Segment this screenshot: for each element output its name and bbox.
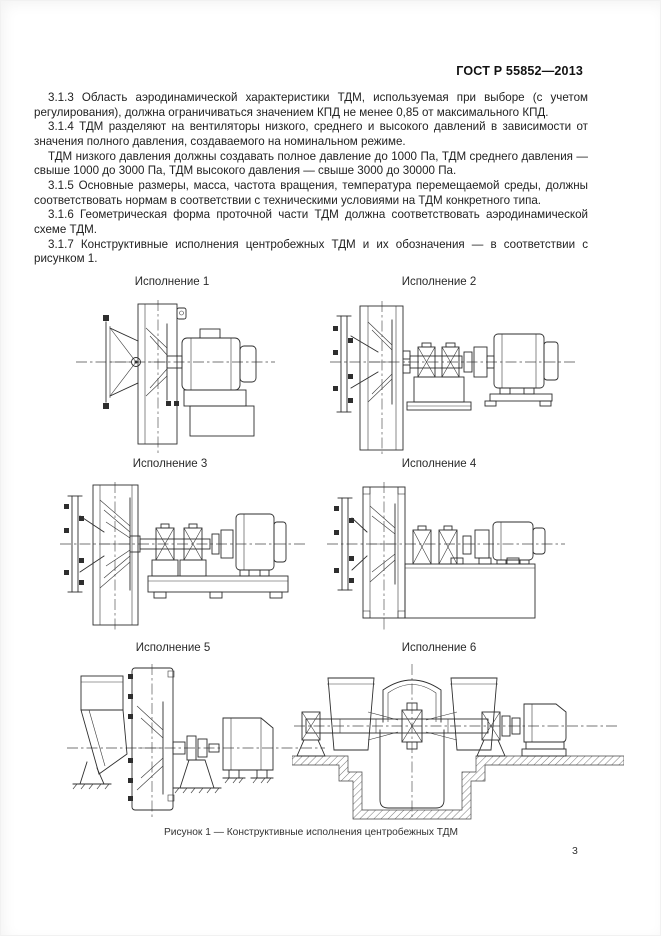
figure-caption: Рисунок 1 — Конструктивные исполнения це… bbox=[163, 827, 459, 838]
standard-number-header: ГОСТ Р 55852—2013 bbox=[456, 64, 583, 78]
paragraph-pressure-classes: ТДМ низкого давления должны создавать по… bbox=[34, 149, 588, 178]
drawing-ispolnenie-3 bbox=[60, 482, 308, 632]
label-ispolnenie-4: Исполнение 4 bbox=[401, 458, 477, 470]
drawing-ispolnenie-2 bbox=[330, 301, 578, 455]
label-ispolnenie-5: Исполнение 5 bbox=[135, 642, 211, 654]
body-text: 3.1.3 Область аэродинамической характери… bbox=[34, 91, 588, 267]
drawing-ispolnenie-1 bbox=[76, 300, 275, 454]
label-ispolnenie-2: Исполнение 2 bbox=[401, 276, 477, 288]
drawing-ispolnenie-6 bbox=[292, 664, 624, 820]
label-ispolnenie-1: Исполнение 1 bbox=[134, 276, 210, 288]
drawing-ispolnenie-4 bbox=[327, 482, 565, 630]
paragraph-3-1-7: 3.1.7 Конструктивные исполнения центробе… bbox=[34, 237, 588, 266]
page-number: 3 bbox=[572, 845, 578, 857]
label-ispolnenie-3: Исполнение 3 bbox=[132, 458, 208, 470]
paragraph-3-1-5: 3.1.5 Основные размеры, масса, частота в… bbox=[34, 178, 588, 207]
label-ispolnenie-6: Исполнение 6 bbox=[401, 642, 477, 654]
paragraph-3-1-6: 3.1.6 Геометрическая форма проточной час… bbox=[34, 208, 588, 236]
paragraph-3-1-3: 3.1.3 Область аэродинамической характери… bbox=[34, 91, 588, 119]
paragraph-3-1-4: 3.1.4 ТДМ разделяют на вентиляторы низко… bbox=[34, 120, 588, 148]
drawing-ispolnenie-5 bbox=[67, 664, 325, 820]
